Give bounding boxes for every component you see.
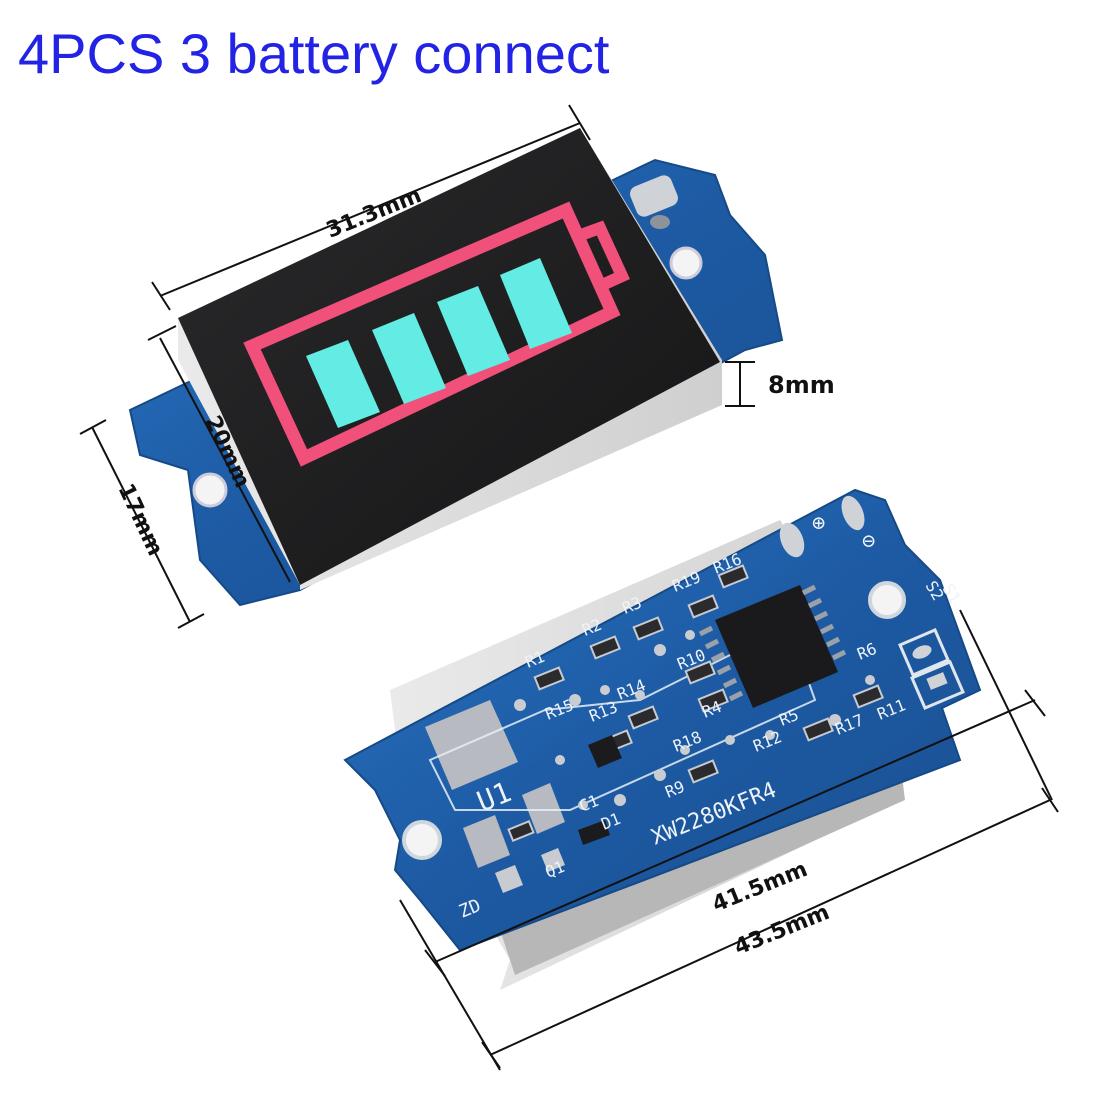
dimension-height-label: 8mm (768, 371, 835, 399)
minus-pad (841, 495, 865, 531)
top-right-mount-hole (669, 246, 703, 280)
bottom-left-mount-hole (402, 820, 442, 860)
u1-pad-b (522, 783, 565, 834)
plus-pad (779, 522, 805, 558)
bottom-module-pcb (343, 488, 982, 952)
ic-pins (698, 584, 847, 702)
solder-joints (514, 630, 875, 810)
dimension-outer-length-label: 43.5mm (731, 900, 833, 961)
dimension-lines (79, 104, 1059, 1071)
smd-components (507, 564, 884, 842)
battery-cells (306, 258, 572, 428)
battery-terminal (575, 220, 630, 292)
minus-label: ⊖ (862, 529, 875, 554)
diode-d1 (578, 820, 610, 845)
u1-large-pad (425, 700, 518, 790)
u1-pad-a (463, 815, 510, 868)
switch-pad-2 (910, 660, 965, 710)
zd-pad (495, 865, 523, 893)
switch-pad-1 (898, 628, 950, 677)
transistor-q1 (588, 735, 622, 768)
bottom-module: XW2280KFR4 U1 ZD ⊕ ⊖ R1 R2 R3 R19 R16 R1… (343, 488, 982, 990)
battery-cell-4 (500, 258, 572, 349)
battery-cell-2 (372, 313, 446, 404)
top-pad-1 (630, 175, 678, 217)
top-left-mount-hole (192, 472, 228, 508)
ic-chip (715, 585, 838, 708)
top-pad-2 (650, 215, 670, 229)
battery-cell-3 (437, 286, 510, 376)
plus-label: ⊕ (812, 511, 825, 536)
battery-frame-outline (243, 201, 621, 467)
switch-pad-2-solder (926, 672, 948, 690)
switch-pad-1-solder (912, 645, 932, 659)
top-module (128, 128, 784, 607)
zd-pad-2 (541, 848, 565, 872)
dimension-outer-height-label: 17mm (113, 480, 168, 560)
battery-cell-1 (306, 340, 380, 428)
image-title: 4PCS 3 battery connect (18, 22, 610, 85)
bottom-right-mount-hole (868, 581, 906, 619)
